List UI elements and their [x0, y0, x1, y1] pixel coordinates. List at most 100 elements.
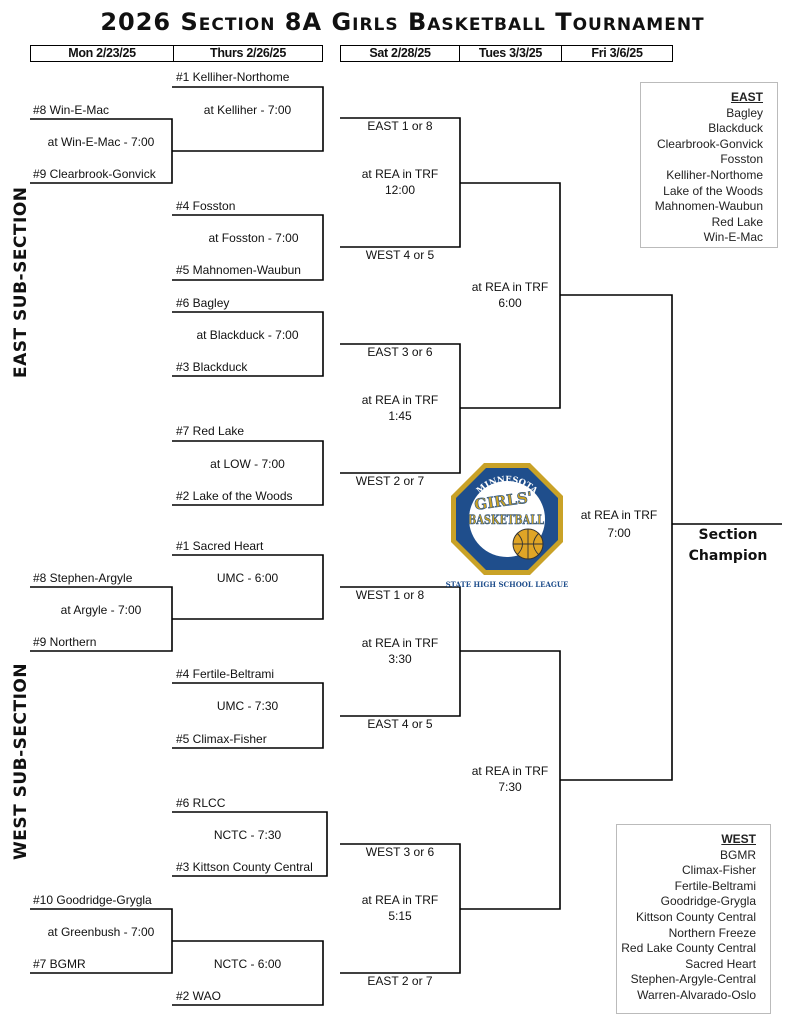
r1-east-top-team: #8 Win-E-Mac [33, 103, 110, 117]
r1-east-site: at Win-E-Mac - 7:00 [47, 135, 155, 149]
qf-4-top: WEST 3 or 6 [365, 845, 435, 859]
qf-1-site: at REA in TRF [361, 167, 439, 181]
qf-1-time: 12:00 [384, 183, 416, 197]
qf-1-top: EAST 1 or 8 [367, 119, 433, 133]
r1-west2-top-team: #10 Goodridge-Grygla [33, 893, 152, 907]
r2-4-bottom-team: #2 Lake of the Woods [176, 489, 293, 503]
champion-line1: Section [698, 527, 758, 543]
bracket-r2-1 [172, 86, 324, 152]
sf-2-site: at REA in TRF [471, 764, 549, 778]
bracket-r2-4 [172, 440, 324, 506]
date-header-group-1: Mon 2/23/25 Thurs 2/26/25 [30, 45, 323, 62]
logo-text-basketball: BASKETBALL [468, 513, 544, 528]
west-legend-team: BGMR [720, 847, 756, 862]
bracket-r2-2 [172, 214, 324, 281]
qf-3-top: WEST 1 or 8 [355, 588, 425, 602]
section-champion-label: Section Champion [672, 525, 784, 567]
champion-line2: Champion [688, 548, 768, 564]
r2-3-bottom-team: #3 Blackduck [176, 360, 248, 374]
r2-2-site: at Fosston - 7:00 [208, 231, 299, 245]
r2-8-site: NCTC - 6:00 [213, 957, 282, 971]
west-subsection-label: WEST SUB-SECTION [11, 662, 31, 860]
logo-text-bottom: STATE HIGH SCHOOL LEAGUE [445, 580, 569, 589]
qf-2-time: 1:45 [388, 409, 412, 423]
bracket-r2-5 [172, 554, 324, 620]
west-legend-team: Stephen-Argyle-Central [630, 972, 756, 987]
qf-3-site: at REA in TRF [361, 636, 439, 650]
r2-7-top-team: #6 RLCC [176, 796, 226, 810]
date-header-mon: Mon 2/23/25 [31, 46, 174, 61]
r2-8-bottom-team: #2 WAO [176, 989, 221, 1003]
date-header-sat: Sat 2/28/25 [341, 46, 460, 61]
page-title: 2026 Section 8A Girls Basketball Tournam… [100, 8, 705, 36]
r1-west1-site: at Argyle - 7:00 [60, 603, 142, 617]
east-subsection-label: EAST SUB-SECTION [11, 186, 31, 378]
qf-3-time: 3:30 [388, 652, 412, 666]
qf-4-bottom: EAST 2 or 7 [367, 974, 433, 988]
east-legend-team: Kelliher-Northome [666, 167, 763, 182]
mshsl-girls-basketball-logo: MINNESOTA GIRLS' BASKETBALL [451, 463, 563, 575]
r2-6-top-team: #4 Fertile-Beltrami [176, 667, 275, 681]
sf-1-site: at REA in TRF [471, 280, 549, 294]
bracket-r2-8 [172, 940, 324, 1006]
r2-7-bottom-team: #3 Kittson County Central [176, 860, 313, 874]
west-legend-team: Climax-Fisher [681, 863, 756, 878]
bracket-final [560, 294, 673, 781]
sf-1-time: 6:00 [498, 296, 522, 310]
east-legend-team: Clearbrook-Gonvick [656, 136, 763, 151]
qf-2-top: EAST 3 or 6 [367, 345, 433, 359]
r2-6-bottom-team: #5 Climax-Fisher [176, 732, 267, 746]
west-legend-team: Kittson County Central [635, 909, 756, 924]
qf-2-site: at REA in TRF [361, 393, 439, 407]
bracket-r2-3 [172, 311, 324, 377]
r2-2-top-team: #4 Fosston [176, 199, 236, 213]
sf-2-time: 7:30 [498, 780, 522, 794]
r2-6-site: UMC - 7:30 [216, 699, 279, 713]
qf-3-bottom: EAST 4 or 5 [367, 717, 433, 731]
west-legend-team: Warren-Alvarado-Oslo [637, 987, 756, 1002]
east-legend-team: Red Lake [711, 214, 763, 229]
qf-4-site: at REA in TRF [361, 893, 439, 907]
east-legend: EAST Bagley Blackduck Clearbrook-Gonvick… [640, 82, 778, 248]
west-legend-heading: WEST [721, 832, 756, 846]
r1-west1-top-team: #8 Stephen-Argyle [33, 571, 133, 585]
west-legend-team: Red Lake County Central [621, 941, 756, 956]
basketball-icon [512, 528, 544, 560]
date-header-tues: Tues 3/3/25 [460, 46, 562, 61]
east-legend-team: Lake of the Woods [663, 183, 763, 198]
r2-1-top-team: #1 Kelliher-Northome [176, 70, 290, 84]
west-legend-team: Goodridge-Grygla [660, 894, 756, 909]
east-legend-team: Blackduck [708, 121, 763, 136]
r2-4-top-team: #7 Red Lake [176, 424, 245, 438]
east-legend-heading: EAST [730, 90, 763, 104]
west-legend: WEST BGMR Climax-Fisher Fertile-Beltrami… [616, 824, 771, 1014]
r2-3-top-team: #6 Bagley [176, 296, 230, 310]
qf-2-bottom: WEST 2 or 7 [355, 474, 425, 488]
r2-1-site: at Kelliher - 7:00 [203, 103, 292, 117]
r2-2-bottom-team: #5 Mahnomen-Waubun [176, 263, 301, 277]
r1-west2-bottom-team: #7 BGMR [33, 957, 86, 971]
east-legend-team: Fosston [720, 152, 763, 167]
west-legend-team: Sacred Heart [685, 956, 756, 971]
r1-west2-site: at Greenbush - 7:00 [47, 925, 155, 939]
west-legend-team: Northern Freeze [668, 925, 756, 940]
final-time: 7:00 [607, 526, 631, 540]
west-legend-team: Fertile-Beltrami [674, 878, 756, 893]
east-legend-team: Mahnomen-Waubun [654, 199, 763, 214]
final-site: at REA in TRF [580, 508, 658, 522]
r2-7-site: NCTC - 7:30 [213, 828, 282, 842]
r1-west1-bottom-team: #9 Northern [33, 635, 97, 649]
qf-1-bottom: WEST 4 or 5 [365, 248, 435, 262]
bracket-r2-7 [172, 811, 328, 877]
date-header-thurs: Thurs 2/26/25 [209, 46, 286, 60]
r2-4-site: at LOW - 7:00 [210, 457, 285, 471]
date-header-group-2: Sat 2/28/25 Tues 3/3/25 Fri 3/6/25 [340, 45, 673, 62]
r2-5-top-team: #1 Sacred Heart [176, 539, 264, 553]
r2-3-site: at Blackduck - 7:00 [196, 328, 299, 342]
r2-5-site: UMC - 6:00 [216, 571, 279, 585]
east-legend-team: Win-E-Mac [703, 230, 763, 245]
east-legend-team: Bagley [726, 105, 763, 120]
bracket-r2-6 [172, 682, 324, 749]
date-header-fri: Fri 3/6/25 [591, 46, 643, 60]
